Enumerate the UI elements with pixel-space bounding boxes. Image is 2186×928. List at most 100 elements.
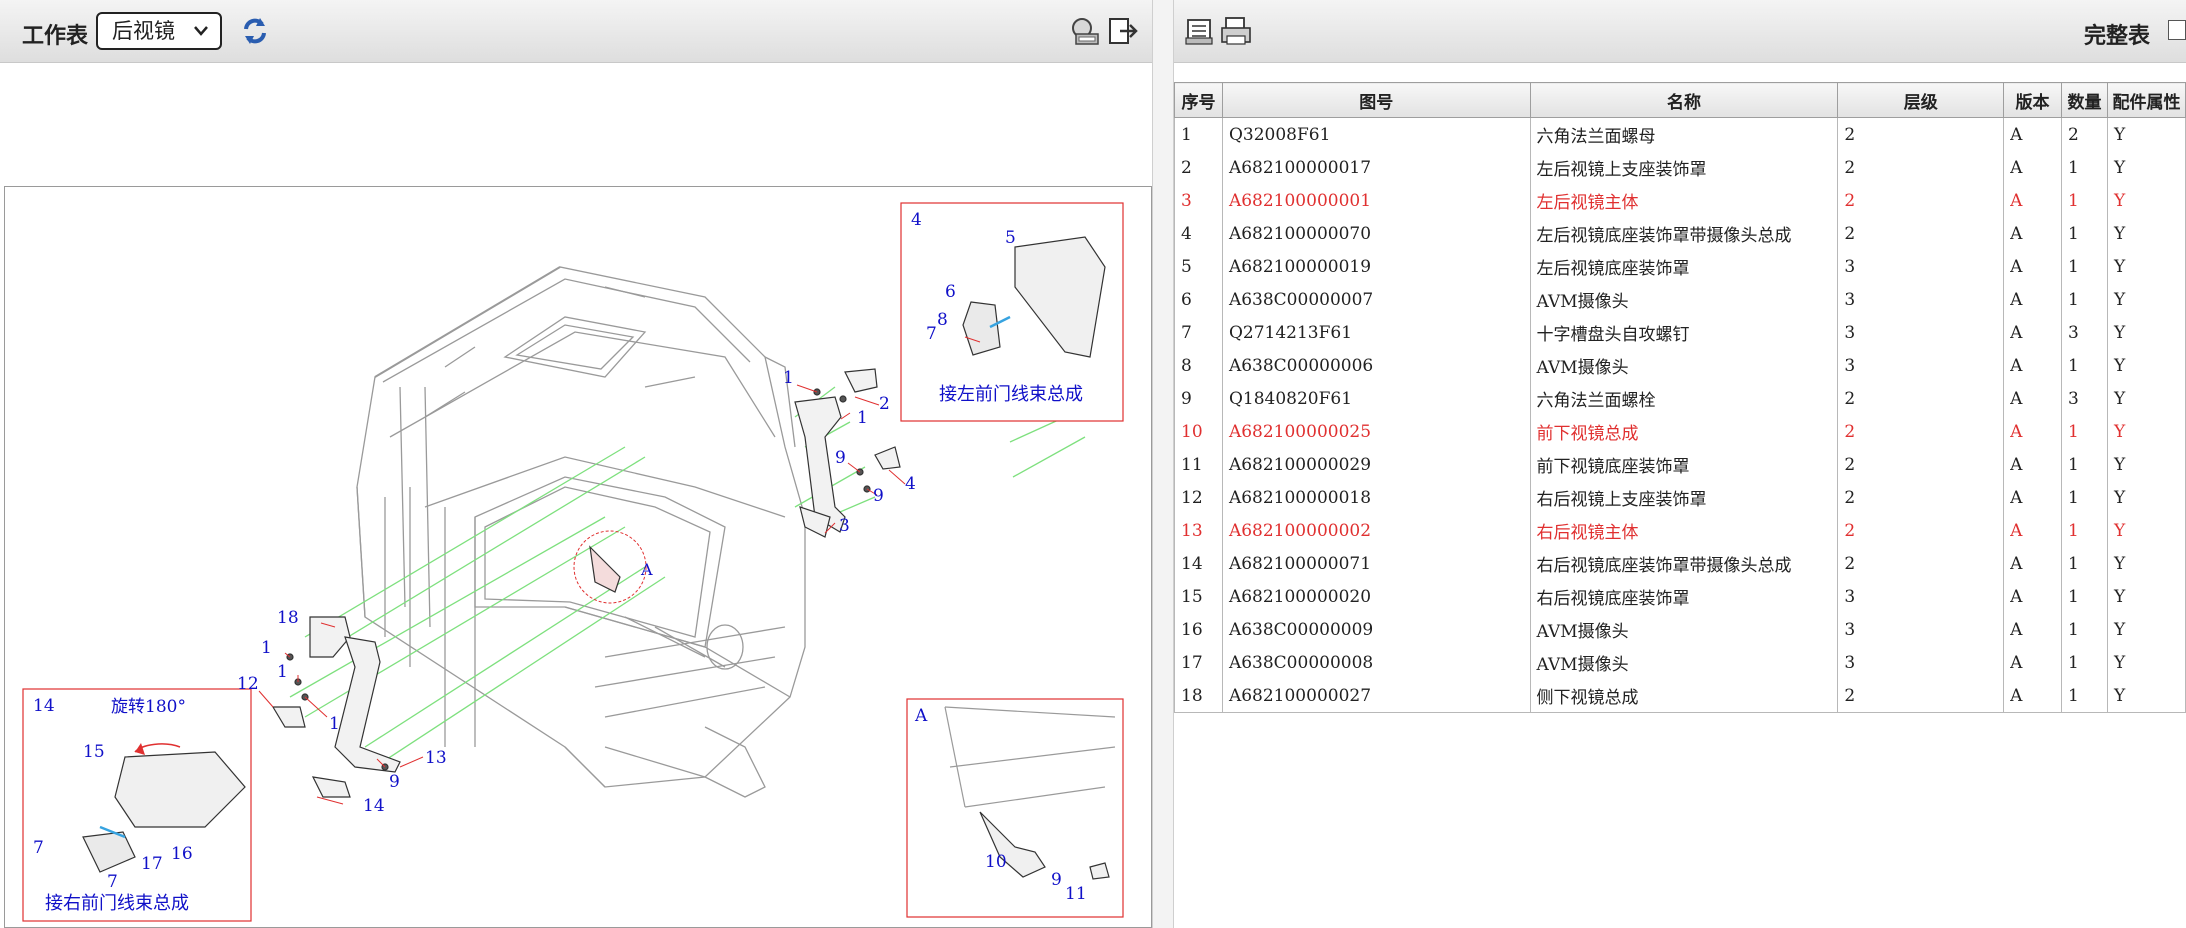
table-cell-qty: 3 — [2061, 316, 2108, 349]
part-number: 7 — [107, 872, 118, 892]
table-cell-attr: Y — [2106, 415, 2186, 448]
table-cell-ver: A — [2003, 547, 2063, 580]
part-number: 18 — [277, 608, 299, 628]
part-number: 3 — [839, 516, 850, 536]
table-cell-ver: A — [2003, 283, 2063, 316]
table-cell-name: 六角法兰面螺栓 — [1529, 382, 1839, 415]
table-cell-attr: Y — [2106, 514, 2186, 547]
part-number: 16 — [171, 844, 193, 864]
table-cell-seq: 18 — [1174, 679, 1223, 713]
table-cell-qty: 3 — [2061, 382, 2108, 415]
worksheet-title: 工作表 — [22, 24, 89, 49]
print-list-icon[interactable] — [1184, 14, 1218, 48]
column-header-quantity[interactable]: 数量 — [2061, 82, 2108, 118]
table-cell-name: 右后视镜主体 — [1529, 514, 1839, 547]
table-cell-qty: 1 — [2061, 481, 2108, 514]
left-toolbar: 工作表 后视镜 — [0, 0, 1152, 63]
complete-table-checkbox[interactable] — [2168, 20, 2186, 40]
table-cell-attr: Y — [2106, 316, 2186, 349]
print-icon[interactable] — [1220, 14, 1254, 48]
category-select[interactable]: 后视镜 — [96, 12, 222, 50]
table-cell-level: 2 — [1837, 151, 2005, 184]
column-header-code[interactable]: 图号 — [1221, 82, 1531, 118]
table-cell-code: A682100000029 — [1221, 448, 1531, 481]
table-cell-code: A682100000070 — [1221, 217, 1531, 250]
table-cell-code: A682100000025 — [1221, 415, 1531, 448]
table-cell-seq: 10 — [1174, 415, 1223, 448]
table-cell-qty: 1 — [2061, 646, 2108, 679]
table-cell-seq: 5 — [1174, 250, 1223, 283]
column-header-name[interactable]: 名称 — [1529, 82, 1839, 118]
callout-box-a: A — [906, 698, 1124, 918]
callout-box-14: 14 旋转180° 接右前门线束总成 — [22, 688, 252, 922]
column-header-seq[interactable]: 序号 — [1174, 82, 1223, 118]
table-cell-attr: Y — [2106, 448, 2186, 481]
part-number: 15 — [83, 742, 105, 762]
part-number: 1 — [783, 368, 794, 388]
table-cell-qty: 1 — [2061, 613, 2108, 646]
table-cell-name: 左后视镜底座装饰罩带摄像头总成 — [1529, 217, 1839, 250]
column-header-version[interactable]: 版本 — [2003, 82, 2063, 118]
part-number: 9 — [389, 772, 400, 792]
table-cell-ver: A — [2003, 415, 2063, 448]
table-cell-level: 3 — [1837, 283, 2005, 316]
table-cell-ver: A — [2003, 349, 2063, 382]
table-cell-name: 左后视镜上支座装饰罩 — [1529, 151, 1839, 184]
table-cell-level: 3 — [1837, 613, 2005, 646]
table-cell-seq: 12 — [1174, 481, 1223, 514]
table-cell-attr: Y — [2106, 679, 2186, 713]
table-cell-ver: A — [2003, 646, 2063, 679]
zoom-parts-icon[interactable] — [1068, 14, 1102, 48]
table-cell-attr: Y — [2106, 613, 2186, 646]
table-cell-name: 右后视镜上支座装饰罩 — [1529, 481, 1839, 514]
part-number-labels: 1 2 1 9 4 9 3 18 1 1 12 1 13 9 14 5 6 8 … — [33, 228, 1087, 904]
leader-lines — [258, 384, 906, 805]
table-cell-level: 2 — [1837, 514, 2005, 547]
table-cell-qty: 1 — [2061, 547, 2108, 580]
column-header-attribute[interactable]: 配件属性 — [2106, 82, 2186, 118]
table-cell-qty: 1 — [2061, 448, 2108, 481]
refresh-icon[interactable] — [238, 14, 272, 48]
table-cell-ver: A — [2003, 316, 2063, 349]
table-cell-code: A682100000001 — [1221, 184, 1531, 217]
column-header-level[interactable]: 层级 — [1837, 82, 2005, 118]
diagram-header-space — [4, 64, 1152, 184]
exploded-parts-diagram[interactable]: A 4 接左前门线束总成 — [4, 186, 1152, 928]
table-cell-ver: A — [2003, 382, 2063, 415]
table-cell-name: AVM摄像头 — [1529, 646, 1839, 679]
diagram-canvas: A 4 接左前门线束总成 — [22, 202, 1124, 922]
part-number: 10 — [985, 852, 1007, 872]
table-cell-seq: 1 — [1174, 117, 1223, 151]
table-cell-level: 3 — [1837, 250, 2005, 283]
table-cell-level: 2 — [1837, 448, 2005, 481]
exit-icon[interactable] — [1106, 14, 1140, 48]
part-number: 17 — [141, 854, 163, 874]
table-cell-name: 左后视镜底座装饰罩 — [1529, 250, 1839, 283]
table-cell-code: A638C00000009 — [1221, 613, 1531, 646]
table-cell-seq: 9 — [1174, 382, 1223, 415]
table-cell-name: AVM摄像头 — [1529, 349, 1839, 382]
right-toolbar: 完整表 — [1174, 0, 2186, 63]
table-cell-code: A682100000017 — [1221, 151, 1531, 184]
pane-splitter[interactable] — [1152, 0, 1174, 928]
part-number: 9 — [835, 448, 846, 468]
